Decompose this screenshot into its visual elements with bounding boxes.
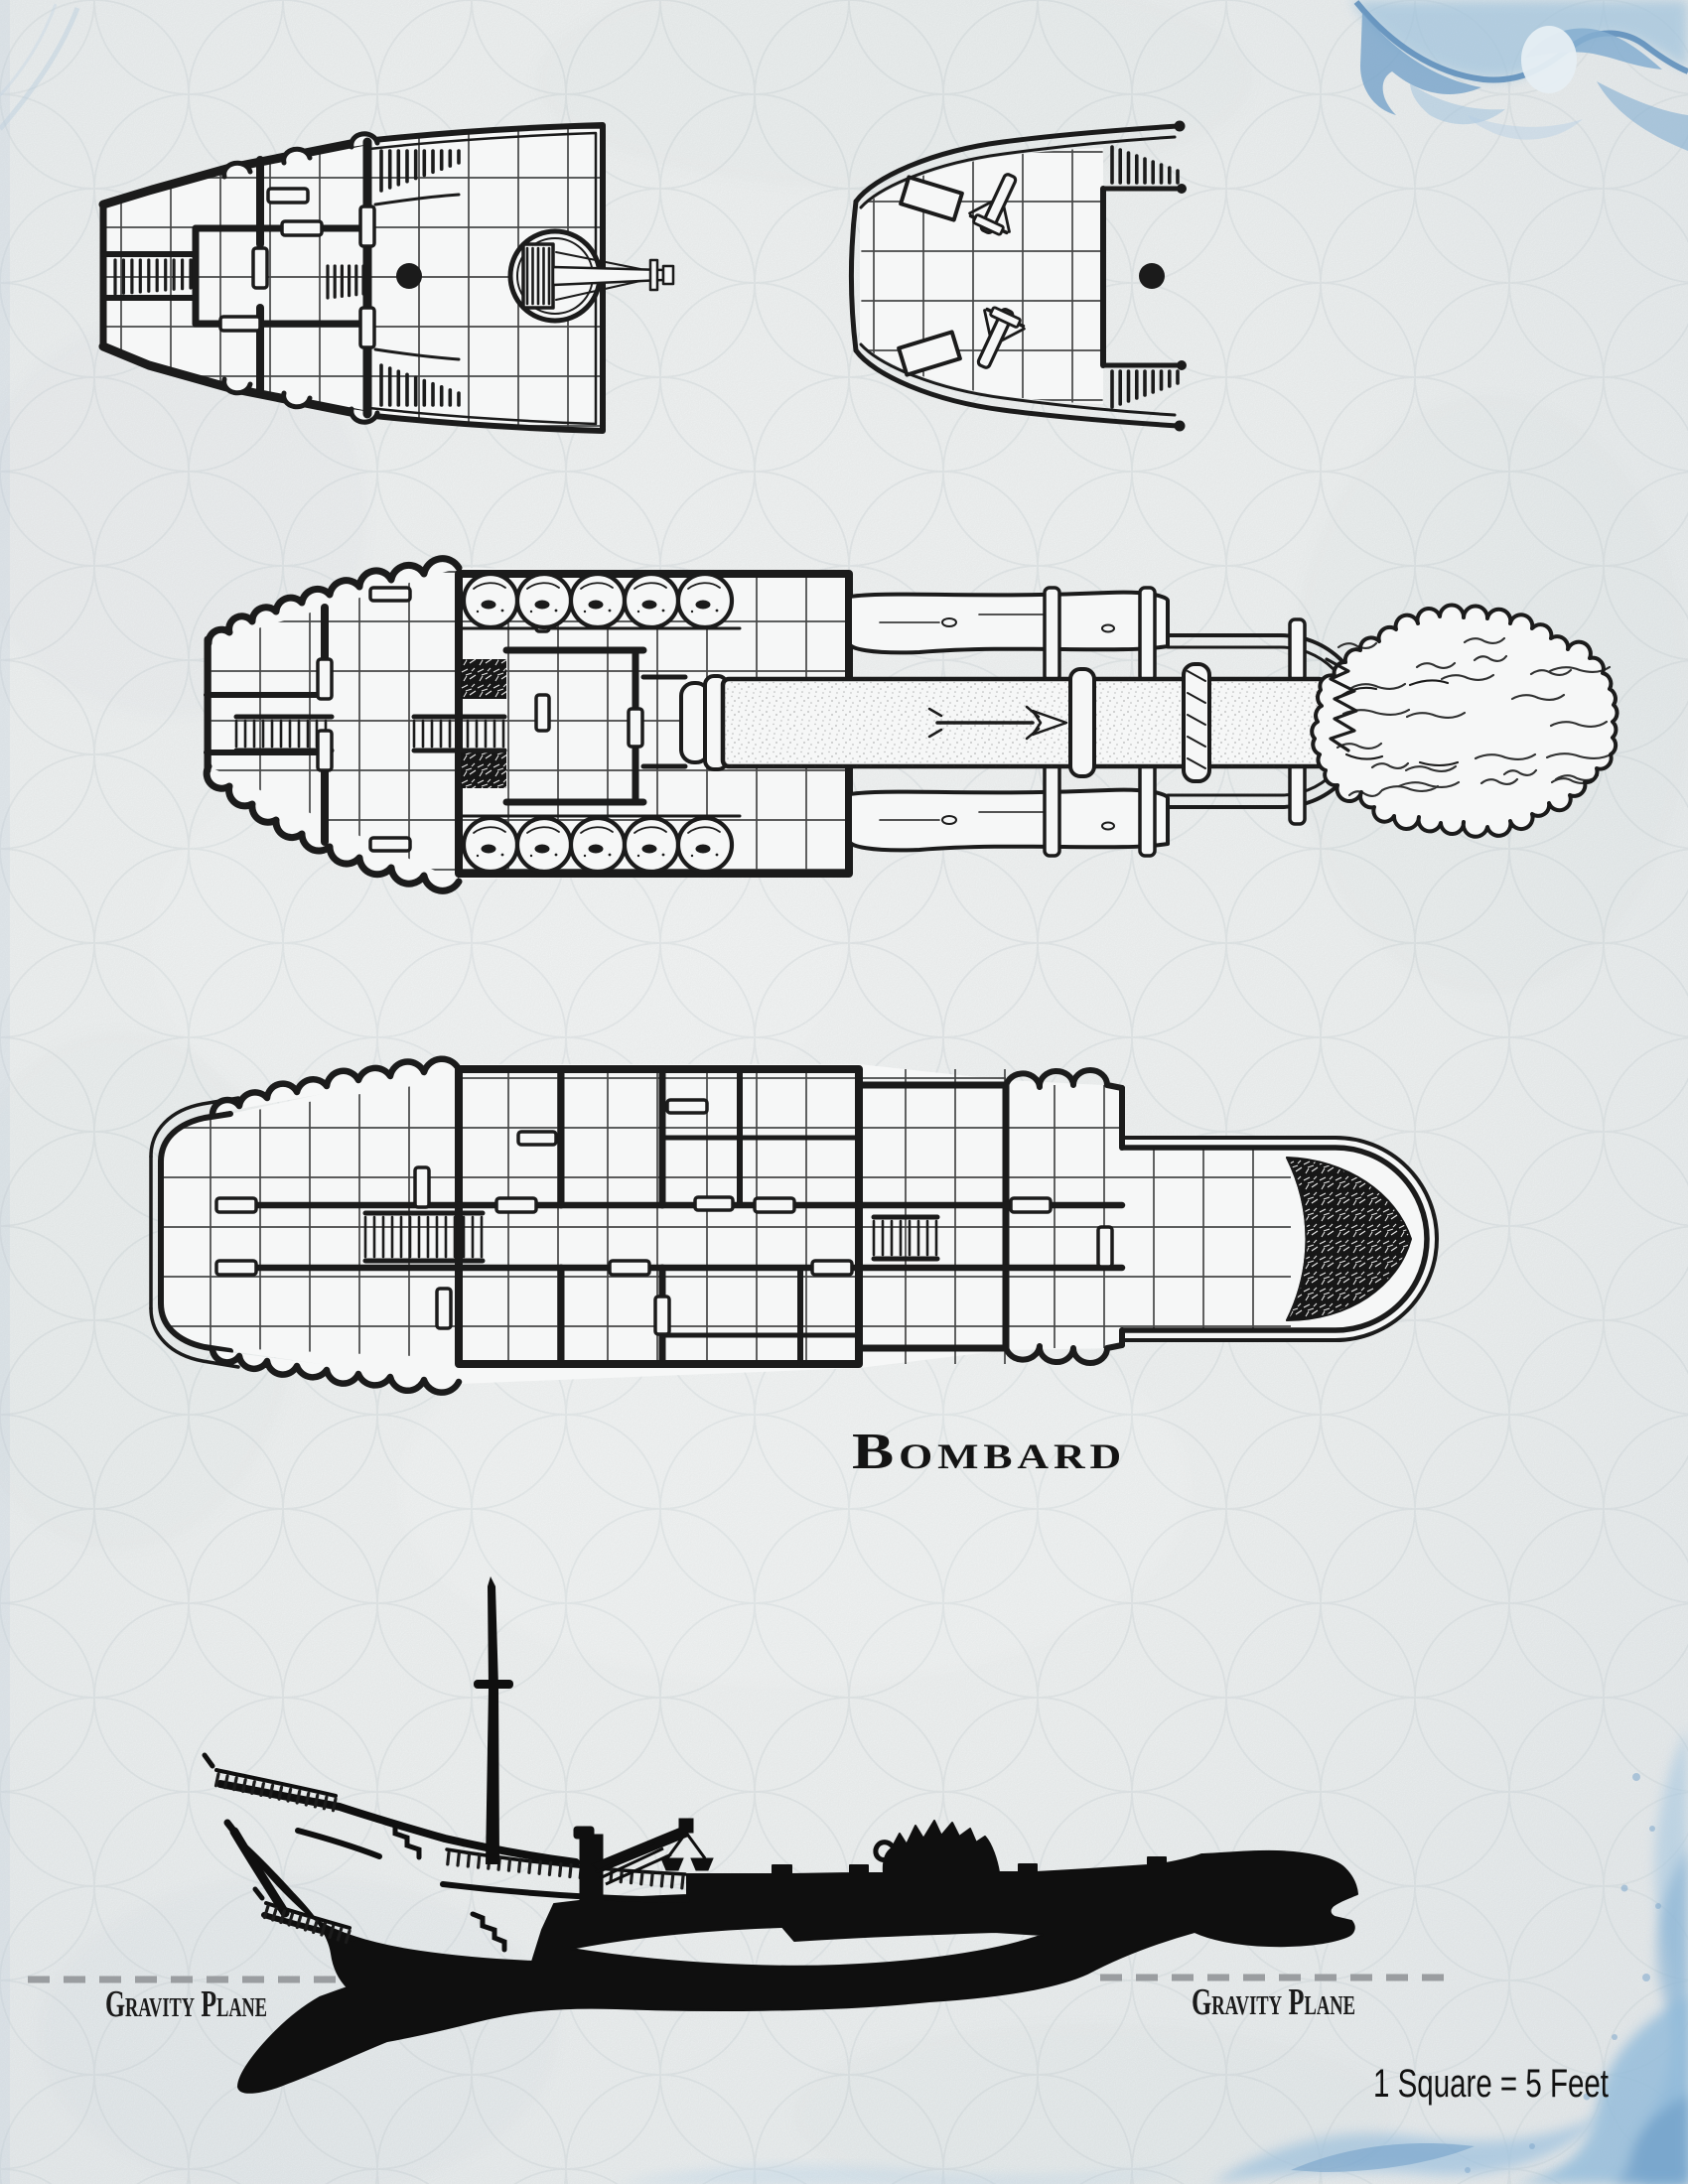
svg-text:1 Square = 5 Feet: 1 Square = 5 Feet [1373, 2062, 1609, 2106]
svg-text:Gravity Plane: Gravity Plane [1192, 1981, 1355, 2023]
svg-text:Gravity Plane: Gravity Plane [105, 1983, 267, 2025]
svg-text:Bombard: Bombard [852, 1424, 1126, 1480]
